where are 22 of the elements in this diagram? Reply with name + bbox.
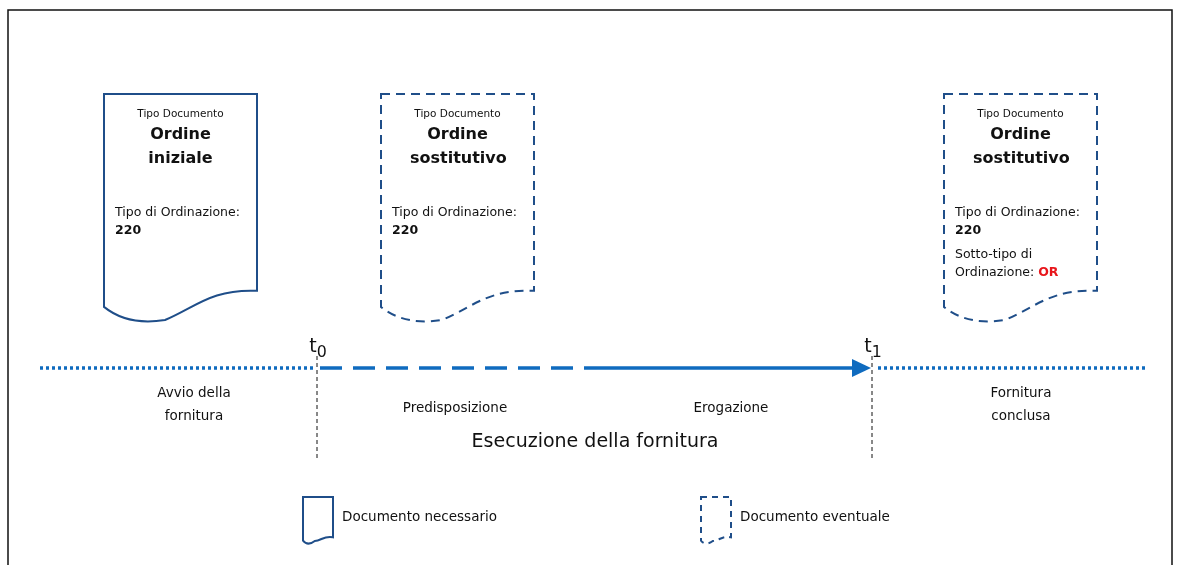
document-title: Ordine sostitutivo (410, 123, 505, 169)
document-type-caption: Tipo Documento (413, 107, 502, 119)
legend-text: Documento necessario (342, 508, 497, 524)
order-type-text: Tipo di Ordinazione: 220 (115, 203, 241, 239)
document-type-caption: Tipo Documento (976, 107, 1065, 119)
phase-label: Avvio della fornitura (156, 383, 232, 425)
order-subtype-text: Sotto-tipo di Ordinazione: OR (955, 245, 1060, 281)
order-type-text: Tipo di Ordinazione: 220 (955, 203, 1081, 239)
phase-label: Erogazione (693, 398, 769, 417)
document-type-caption: Tipo Documento (136, 107, 225, 119)
phase-label: Predisposizione (402, 398, 508, 417)
document-title: Ordine iniziale (147, 123, 214, 169)
legend-text: Documento eventuale (740, 508, 890, 524)
order-type-text: Tipo di Ordinazione: 220 (392, 203, 518, 239)
time-marker: t$_{1}$ (864, 334, 882, 363)
document-shape (943, 93, 1098, 325)
phase-label: Fornitura conclusa (989, 383, 1053, 425)
document-title: Ordine sostitutivo (973, 123, 1068, 169)
document-shape (380, 93, 535, 325)
period-label: Esecuzione della fornitura (471, 429, 719, 452)
document-shape (103, 93, 258, 325)
time-marker: t$_{0}$ (309, 334, 327, 363)
